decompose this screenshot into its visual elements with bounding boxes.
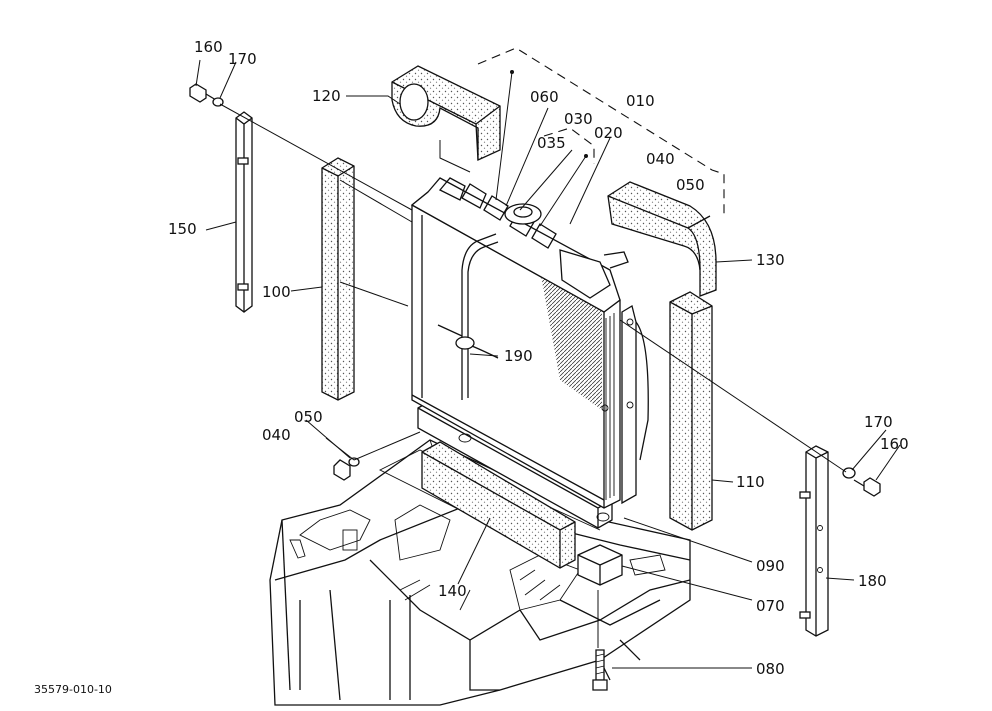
label-160-right: 160	[880, 435, 909, 453]
label-035: 035	[537, 134, 566, 152]
bolt-040-bottom	[333, 459, 351, 481]
label-050-bottom: 050	[294, 408, 323, 426]
bolt-080	[592, 649, 608, 691]
label-180: 180	[858, 572, 887, 590]
foam-seal-120	[391, 65, 501, 162]
part-labels: 160 170 120 060 010 030 020 035 040 050 …	[34, 38, 909, 696]
label-080: 080	[756, 660, 785, 678]
label-030: 030	[564, 110, 593, 128]
reference-code: 35579-010-10	[34, 683, 112, 696]
label-040-bottom: 040	[262, 426, 291, 444]
leader-lines	[195, 59, 901, 669]
washer-170-right	[842, 467, 856, 479]
label-050-top: 050	[676, 176, 705, 194]
group-bracket-010	[477, 47, 725, 214]
label-160-left: 160	[194, 38, 223, 56]
label-130: 130	[756, 251, 785, 269]
label-150: 150	[168, 220, 197, 238]
bolt-160-right	[853, 477, 881, 497]
label-040-top: 040	[646, 150, 675, 168]
label-060: 060	[530, 88, 559, 106]
foam-seal-100	[321, 157, 355, 401]
bolt-160-left	[189, 83, 217, 103]
foam-seal-130	[607, 181, 717, 297]
label-120: 120	[312, 87, 341, 105]
label-140: 140	[438, 582, 467, 600]
label-070: 070	[756, 597, 785, 615]
washer-050-bottom	[348, 457, 360, 467]
foam-seal-110	[669, 291, 713, 531]
label-020: 020	[594, 124, 623, 142]
assembly-lines	[219, 103, 847, 648]
label-170-left: 170	[228, 50, 257, 68]
label-100: 100	[262, 283, 291, 301]
stay-bracket-150	[235, 111, 253, 313]
radiator-010	[410, 177, 649, 509]
label-090: 090	[756, 557, 785, 575]
group-bracket-030	[543, 127, 595, 164]
label-110: 110	[736, 473, 765, 491]
label-190: 190	[504, 347, 533, 365]
rubber-mount-070	[577, 544, 623, 586]
label-010: 010	[626, 92, 655, 110]
label-170-right: 170	[864, 413, 893, 431]
foam-seal-140	[421, 441, 576, 569]
stay-bracket-180	[799, 445, 829, 637]
